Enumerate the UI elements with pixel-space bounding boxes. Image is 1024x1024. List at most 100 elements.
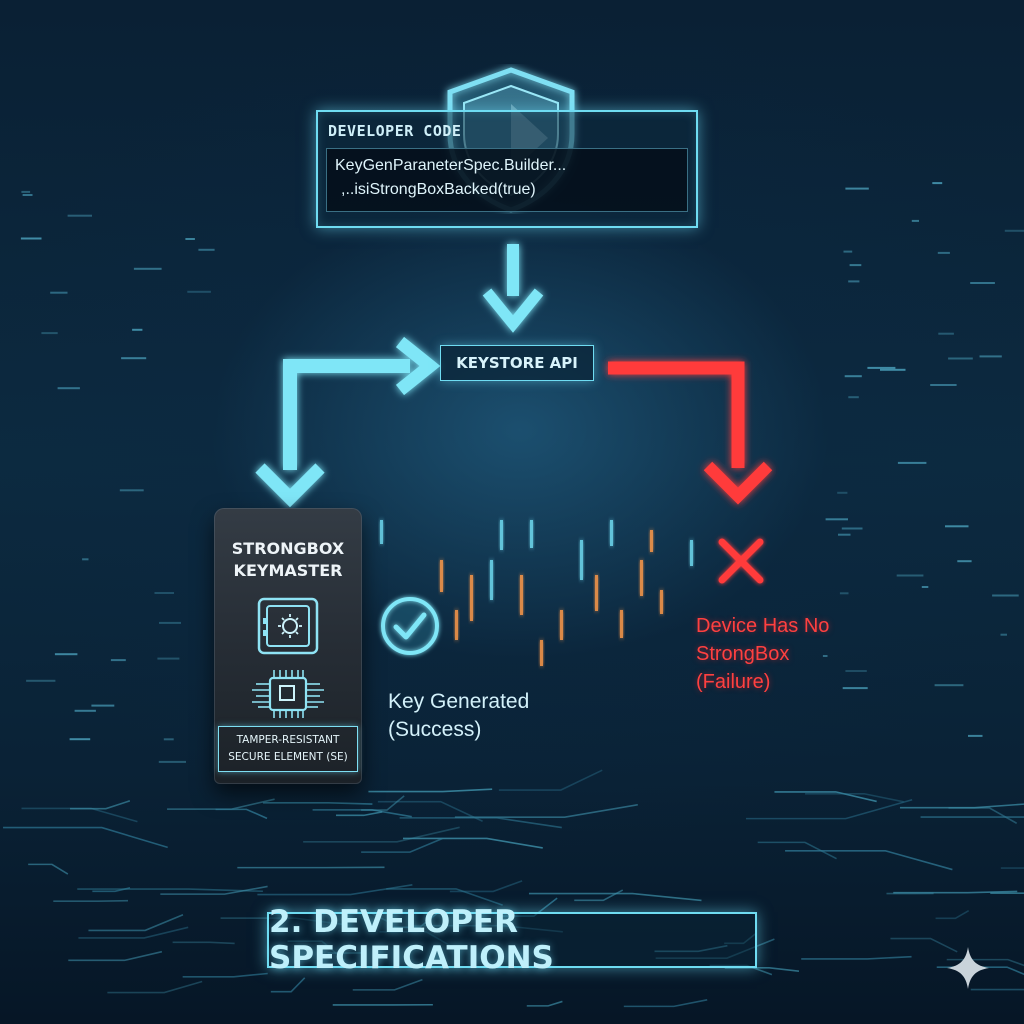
circuit-segment: [185, 238, 195, 240]
circuit-segment: [74, 709, 96, 712]
circuit-segment: [26, 679, 56, 682]
code-line-1: KeyGenParaneterSpec.Builder...: [335, 157, 567, 174]
circuit-segment: [82, 558, 89, 561]
circuit-trace: [68, 950, 163, 962]
glow-bar: [520, 575, 523, 615]
glow-bar: [650, 530, 653, 552]
developer-code-title: DEVELOPER CODE: [328, 122, 462, 140]
glow-bar: [440, 560, 443, 592]
circuit-trace: [257, 884, 413, 896]
circuit-segment: [1004, 229, 1024, 232]
circuit-trace: [368, 788, 493, 793]
circuit-trace: [262, 801, 373, 805]
glow-bar: [580, 540, 583, 580]
circuit-trace: [774, 791, 877, 803]
circuit-trace: [78, 926, 189, 939]
glow-bar: [470, 575, 473, 621]
circuit-segment: [158, 760, 186, 763]
circuit-segment: [945, 525, 969, 528]
circuit-trace: [172, 941, 235, 945]
circuit-trace: [893, 890, 1018, 894]
se-label-line-1: TAMPER-RESISTANT: [236, 734, 340, 746]
glow-bar: [640, 560, 643, 596]
circuit-segment: [825, 518, 848, 521]
failure-line-2: StrongBox: [696, 643, 790, 665]
circuit-traces: [3, 182, 1024, 1008]
code-line-2: ,..isiStrongBoxBacked(true): [341, 181, 536, 198]
circuit-trace: [215, 808, 268, 820]
glow-bar: [500, 520, 503, 550]
arrow-failure-path: [608, 361, 773, 505]
circuit-segment: [843, 250, 853, 253]
circuit-segment: [163, 738, 174, 741]
circuit-segment: [21, 190, 31, 193]
circuit-trace: [182, 972, 268, 978]
failure-line-3: (Failure): [696, 671, 771, 693]
circuit-segment: [22, 194, 33, 196]
safe-icon: [257, 597, 319, 655]
glow-bar: [610, 520, 613, 546]
circuit-trace: [28, 863, 69, 875]
checkmark-circle-icon: [381, 597, 439, 655]
circuit-trace: [890, 937, 958, 953]
circuit-trace: [935, 909, 970, 920]
glow-bar: [380, 520, 383, 544]
circuit-segment: [54, 653, 78, 656]
circuit-segment: [845, 187, 869, 190]
keymaster-title: KEYMASTER: [233, 561, 343, 580]
chip-icon: [252, 670, 324, 718]
developer-code-panel: DEVELOPER CODE KeyGenParaneterSpec.Build…: [316, 110, 698, 228]
circuit-trace: [377, 800, 483, 822]
circuit-segment: [1000, 633, 1007, 636]
circuit-segment: [121, 357, 147, 360]
circuit-segment: [957, 560, 972, 563]
circuit-segment: [91, 704, 115, 707]
circuit-trace: [757, 841, 837, 860]
circuit-trace: [88, 914, 184, 932]
circuit-segment: [841, 527, 863, 530]
circuit-segment: [921, 586, 929, 588]
se-label-line-2: SECURE ELEMENT (SE): [228, 751, 348, 763]
glow-bar: [660, 590, 663, 614]
circuit-trace: [352, 978, 423, 991]
keystore-api-box: KEYSTORE API: [440, 345, 594, 381]
strongbox-keymaster-device: STRONGBOX KEYMASTER: [214, 508, 362, 784]
glow-bar: [595, 575, 598, 611]
circuit-trace: [361, 795, 405, 811]
circuit-segment: [119, 489, 144, 492]
strongbox-title: STRONGBOX: [231, 539, 345, 558]
x-mark-icon: [718, 538, 764, 584]
circuit-segment: [20, 237, 42, 240]
circuit-segment: [911, 219, 919, 222]
glow-bar: [490, 560, 493, 600]
circuit-segment: [867, 366, 896, 369]
circuit-segment: [848, 280, 860, 283]
glow-bar: [530, 520, 533, 548]
circuit-segment: [842, 687, 868, 690]
circuit-trace: [386, 888, 503, 906]
success-label: Key Generated (Success): [388, 688, 529, 744]
circuit-segment: [968, 734, 983, 737]
circuit-segment: [837, 491, 848, 494]
circuit-trace: [948, 807, 1018, 824]
glow-bar: [455, 610, 458, 640]
circuit-segment: [844, 375, 862, 378]
glow-bar: [620, 610, 623, 638]
circuit-trace: [970, 988, 1024, 991]
circuit-trace: [526, 1000, 563, 1007]
circuit-trace: [801, 955, 912, 960]
arrow-success-path: [255, 336, 441, 508]
secure-element-label: TAMPER-RESISTANT SECURE ELEMENT (SE): [218, 726, 358, 772]
circuit-trace: [498, 769, 603, 791]
sparkle-icon: [947, 947, 989, 989]
circuit-trace: [107, 980, 203, 994]
circuit-segment: [133, 267, 162, 270]
circuit-trace: [303, 826, 460, 843]
circuit-segment: [880, 368, 906, 371]
circuit-trace: [361, 837, 443, 853]
circuit-segment: [979, 355, 1002, 358]
circuit-trace: [403, 837, 543, 849]
circuit-trace: [785, 850, 953, 871]
